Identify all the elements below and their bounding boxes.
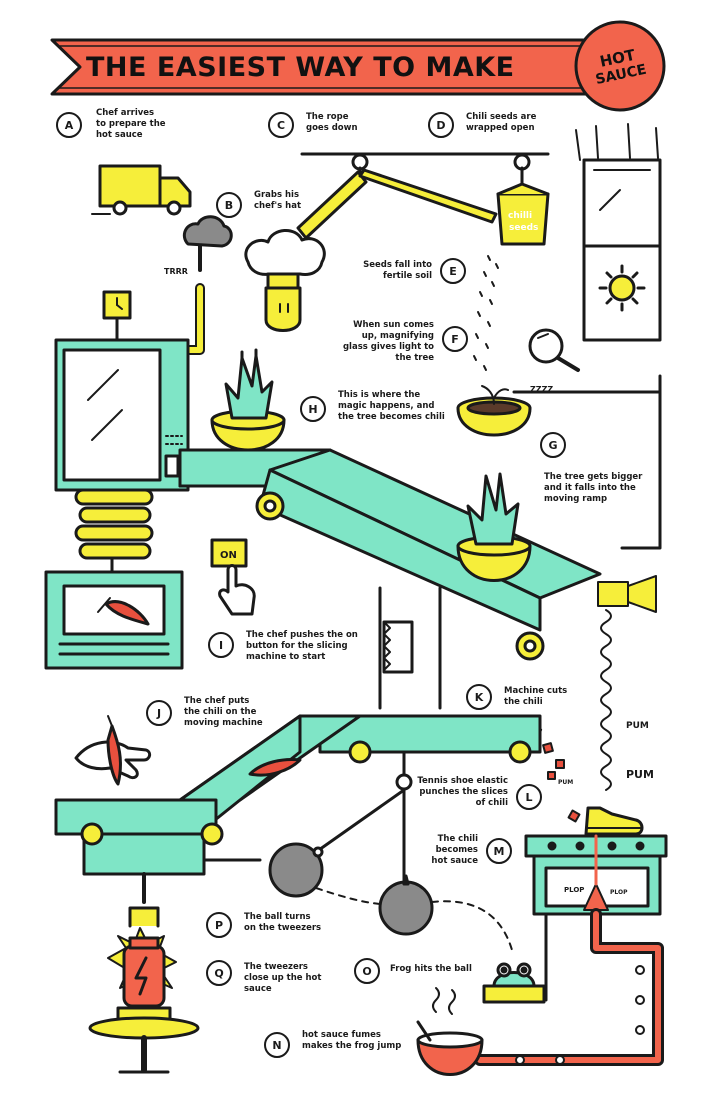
step-label-n: hot sauce fumes makes the frog jump [302, 1030, 402, 1051]
step-marker-p: P [206, 912, 232, 938]
step-marker-j: J [146, 700, 172, 726]
step-label-h: This is where the magic happens, and the… [338, 390, 445, 422]
rope-rail [296, 152, 550, 240]
step-label-b: Grabs his chef's hat [254, 190, 302, 211]
step-label-g: The tree gets bigger and it falls into t… [544, 472, 643, 504]
tweezers-icon [128, 872, 160, 928]
step-label-f: When sun comes up, magnifying glass give… [342, 320, 434, 363]
step-marker-l: L [516, 784, 542, 810]
step-marker-d: D [428, 112, 454, 138]
step-marker-f: F [442, 326, 468, 352]
wrecking-ball-1 [268, 788, 406, 898]
chili-plant-pot [210, 348, 286, 452]
on-button-label: ON [220, 550, 237, 561]
clock-icon [102, 290, 132, 342]
seed-bag-label-1: chilli [508, 211, 532, 221]
step-label-k: Machine cuts the chili [504, 686, 568, 707]
saw-blade [378, 586, 442, 710]
chili-tree-pot [456, 472, 532, 582]
step-label-p: The ball turns on the tweezers [244, 912, 322, 933]
step-label-l: Tennis shoe elastic punches the slices o… [417, 776, 508, 808]
step-label-o: Frog hits the ball [390, 964, 472, 974]
tv-machine [54, 338, 190, 492]
seed-bag-icon [496, 166, 550, 246]
sfx-zzzz: ZZZZ [530, 385, 553, 394]
page-title: THE EASIEST WAY TO MAKE [86, 52, 515, 83]
smoke-cloud-icon [182, 215, 233, 272]
step-marker-m: M [486, 838, 512, 864]
sauce-pipe [474, 908, 664, 1066]
spring-right [597, 575, 657, 791]
title-banner [50, 38, 598, 96]
sfx-plop-2: PLOP [610, 889, 628, 896]
lower-conveyor [54, 714, 542, 876]
sfx-trrr: TRRR [164, 267, 188, 276]
step-marker-g: G [540, 432, 566, 458]
hands-chili-icon [74, 715, 152, 786]
step-marker-c: C [268, 112, 294, 138]
ball-trajectory [431, 900, 513, 951]
step-marker-h: H [300, 396, 326, 422]
tennis-shoe-icon [584, 806, 644, 836]
step-label-a: Chef arrives to prepare the hot sauce [96, 108, 166, 140]
sfx-pum-2: PUM [626, 768, 654, 781]
step-marker-q: Q [206, 960, 232, 986]
slicing-machine [44, 570, 184, 670]
hot-sauce-badge [574, 20, 666, 112]
wrecking-ball-2 [378, 750, 434, 936]
step-marker-i: I [208, 632, 234, 658]
step-label-d: Chili seeds are wrapped open [466, 112, 537, 133]
window [575, 123, 662, 342]
seed-bag-label-2: seeds [509, 223, 538, 233]
pot-sprout-icon [456, 385, 532, 437]
step-marker-k: K [466, 684, 492, 710]
cauldron-icon [416, 987, 484, 1076]
truck-icon [91, 164, 192, 216]
step-marker-n: N [264, 1032, 290, 1058]
chef-hat-icon [244, 229, 326, 332]
frog-icon [482, 962, 546, 1004]
sfx-pum-3: PUM [558, 779, 573, 786]
sfx-plop-1: PLOP [564, 886, 584, 894]
spring-coil [74, 488, 154, 574]
step-marker-o: O [354, 958, 380, 984]
sun-icon [598, 264, 646, 312]
sfx-pum-1: PUM [626, 721, 649, 731]
on-button-icon [210, 538, 256, 616]
magnifying-glass-icon [528, 328, 580, 372]
step-marker-b: B [216, 192, 242, 218]
step-label-i: The chef pushes the on button for the sl… [246, 630, 358, 662]
hot-sauce-bottle-icon [88, 927, 200, 1074]
step-marker-a: A [56, 112, 82, 138]
step-label-c: The rope goes down [306, 112, 358, 133]
step-marker-e: E [440, 258, 466, 284]
step-label-q: The tweezers close up the hot sauce [244, 962, 322, 994]
stove [524, 834, 668, 916]
step-label-j: The chef puts the chili on the moving ma… [184, 696, 263, 728]
step-label-e: Seeds fall into fertile soil [363, 260, 432, 281]
falling-seeds [473, 255, 499, 371]
step-label-m: The chili becomes hot sauce [431, 834, 478, 866]
